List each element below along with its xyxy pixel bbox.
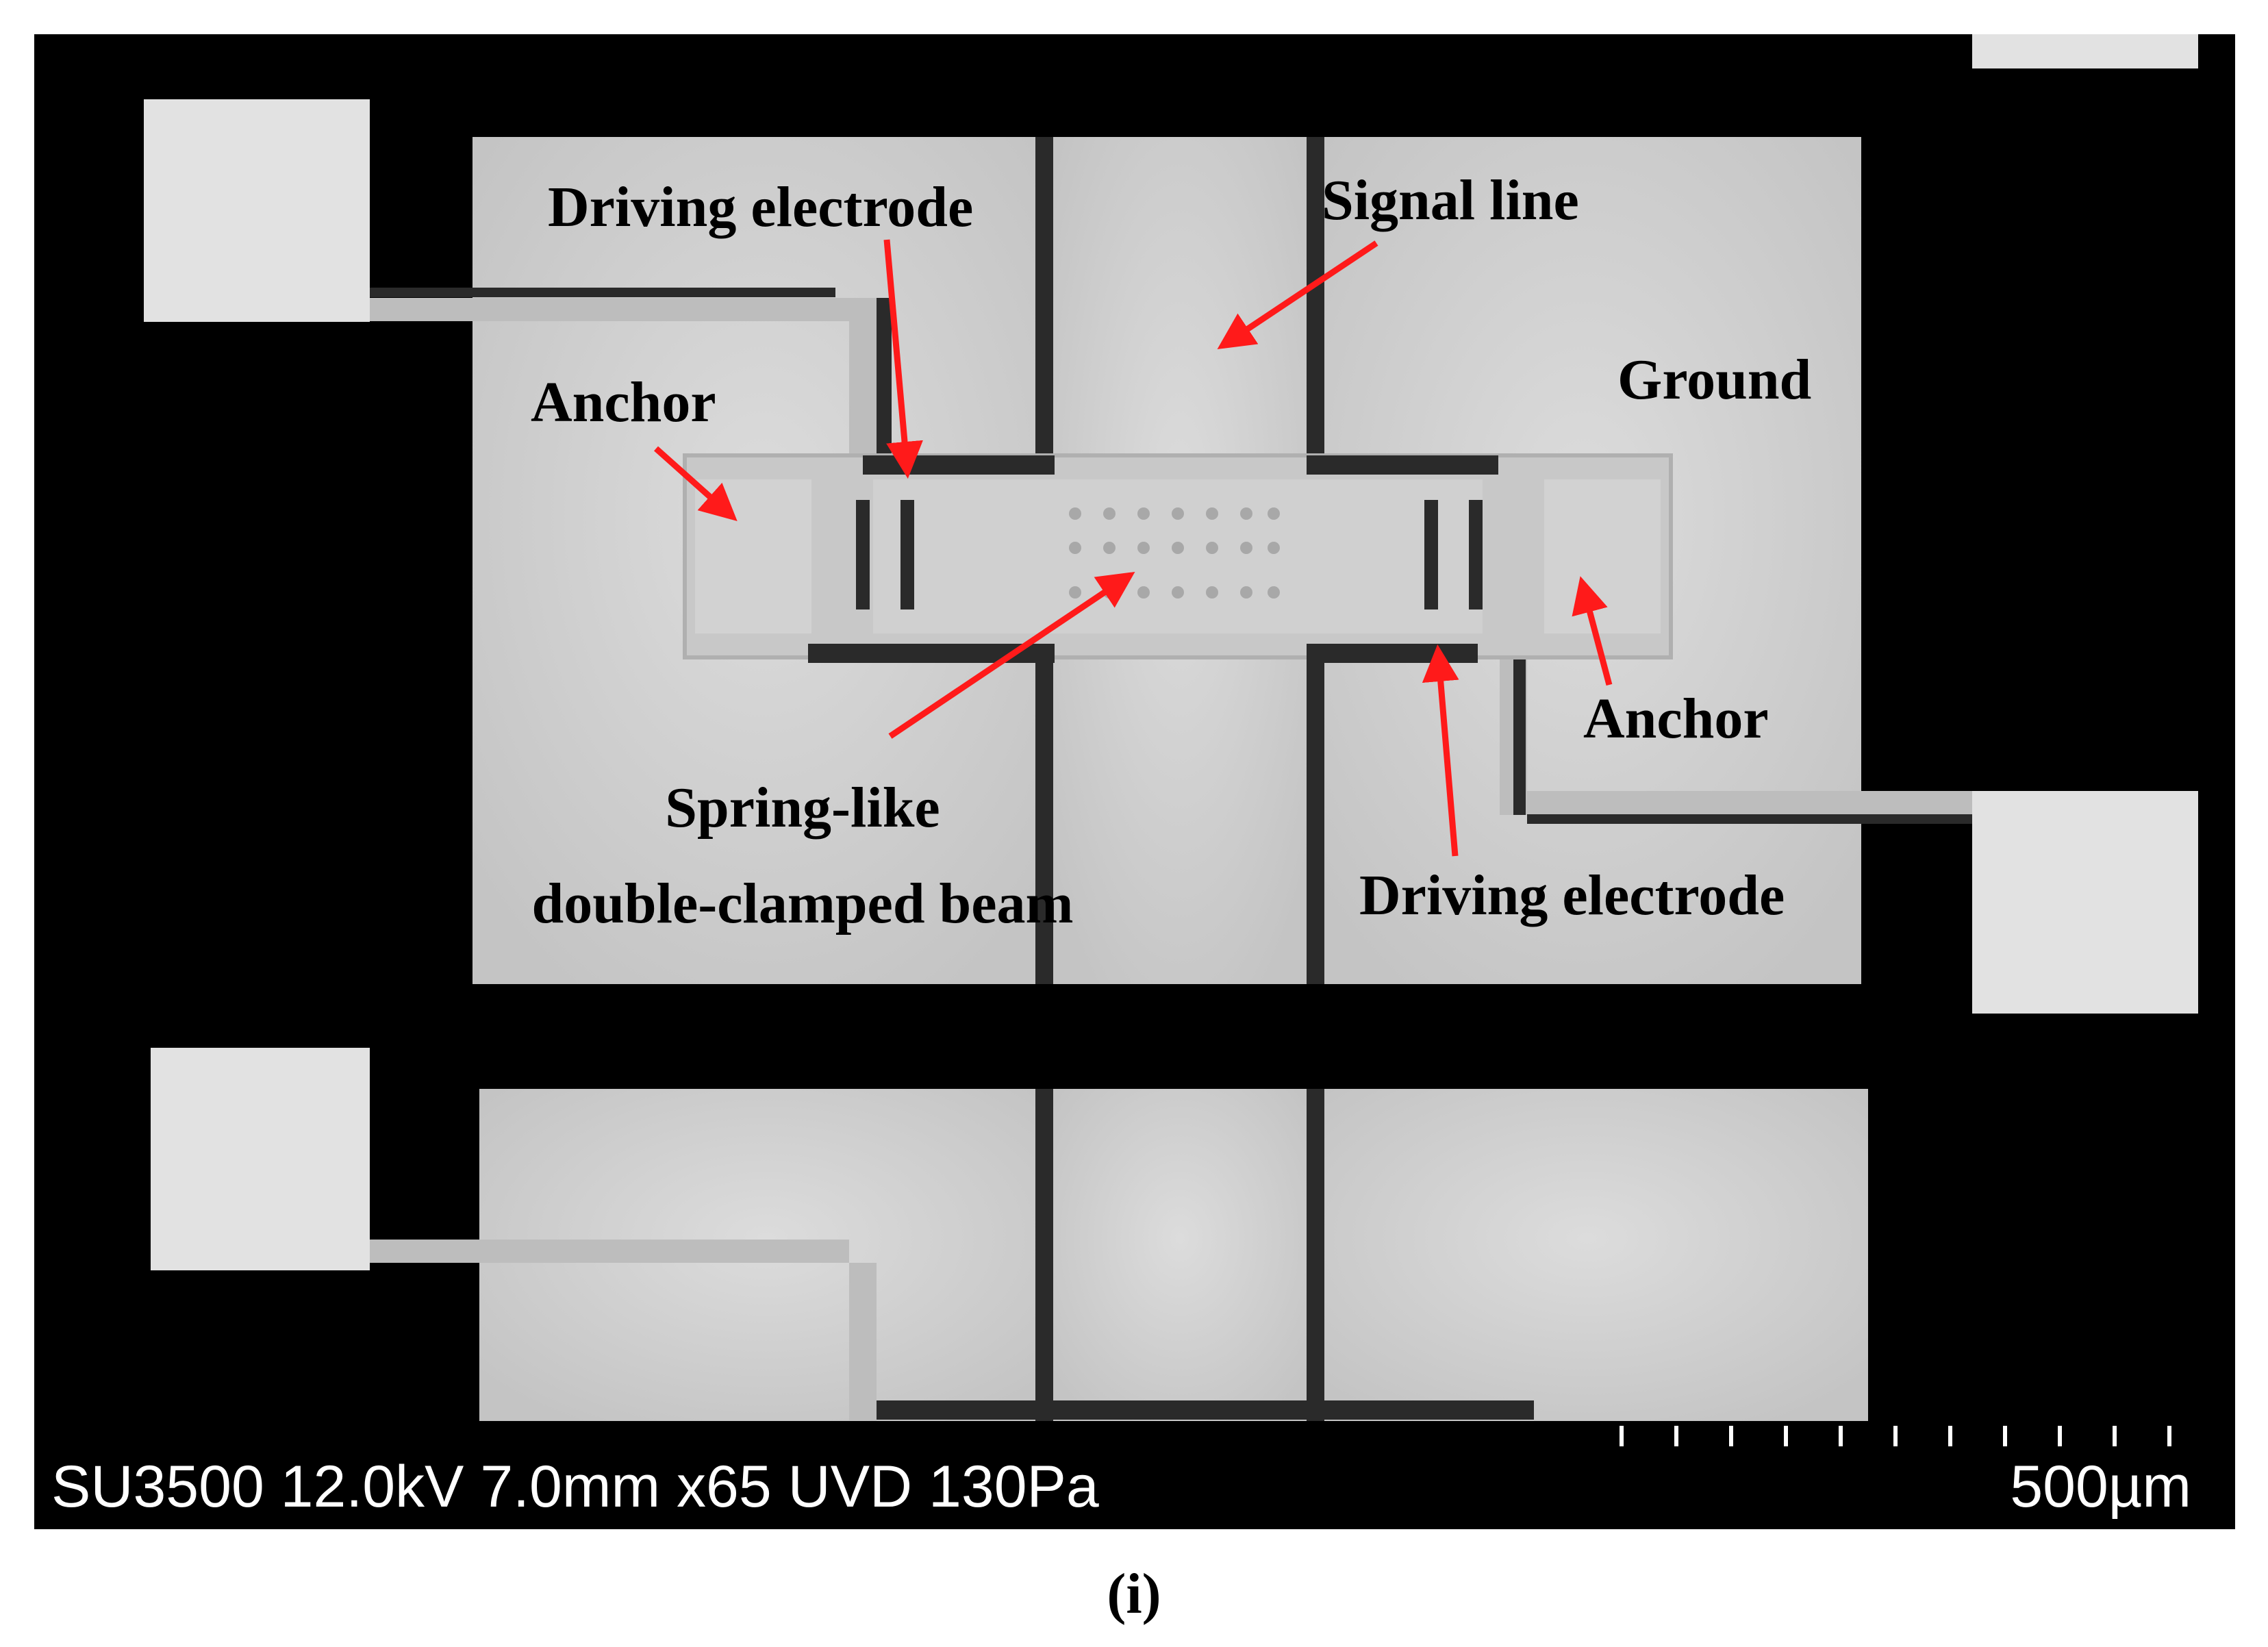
label-beam-line2: double-clamped beam xyxy=(531,872,1073,935)
beam-body xyxy=(873,479,1483,633)
sem-image: SU3500 12.0kV 7.0mm x65 UVD 130Pa 500µm xyxy=(34,34,2235,1529)
lower-gap-left xyxy=(1035,1089,1053,1421)
annotation-labels: Driving electrode Signal line Ground Anc… xyxy=(531,168,1811,935)
annotation-arrows xyxy=(654,239,1613,857)
arrow-beam xyxy=(888,571,1135,739)
dc-trace-bottom-left-h xyxy=(370,1240,849,1263)
spring-slot-1 xyxy=(856,500,870,609)
label-driving-electrode-top: Driving electrode xyxy=(548,175,973,239)
scale-bar xyxy=(1620,1426,2171,1446)
spring-slot-3 xyxy=(1424,500,1438,609)
figure-caption: (i) xyxy=(1107,1562,1161,1626)
lower-gap-right xyxy=(1307,1089,1324,1421)
label-anchor-right: Anchor xyxy=(1583,687,1769,751)
lower-signal-line xyxy=(1053,1089,1307,1421)
arrow-anchor-left xyxy=(654,446,738,521)
beam-gap-top-left xyxy=(863,455,1055,475)
beam-gap-top-right xyxy=(1307,455,1498,475)
label-beam-line1: Spring-like xyxy=(665,776,940,840)
upper-device xyxy=(144,99,2198,1014)
dc-pad-top-left xyxy=(144,99,370,322)
dc-pad-top-right xyxy=(1972,34,2198,68)
label-driving-electrode-bottom: Driving electrode xyxy=(1359,864,1785,927)
sem-parameters: SU3500 12.0kV 7.0mm x65 UVD 130Pa xyxy=(51,1454,1099,1520)
arrow-driving-electrode-bottom xyxy=(1422,644,1459,857)
beam-gap-bottom-right xyxy=(1307,644,1478,663)
arrow-signal-line xyxy=(1217,240,1378,349)
dc-trace-right-gap xyxy=(1527,814,1972,824)
dc-trace-top-left-h xyxy=(370,298,849,321)
arrow-driving-electrode-top xyxy=(883,239,923,479)
arrow-anchor-right xyxy=(1572,576,1613,686)
dc-trace-bottom-left-v xyxy=(849,1263,877,1420)
spring-slot-4 xyxy=(1469,500,1483,609)
dc-pad-bottom-left xyxy=(151,1048,370,1270)
right-anchor xyxy=(1544,479,1661,633)
label-ground: Ground xyxy=(1617,348,1811,412)
lower-device xyxy=(151,1048,1868,1421)
lower-beam-gap xyxy=(877,1400,1534,1420)
lower-right-ground xyxy=(1307,1089,1868,1421)
release-holes xyxy=(1069,507,1280,599)
label-anchor-left: Anchor xyxy=(531,370,716,434)
label-signal-line: Signal line xyxy=(1322,168,1579,232)
spring-slot-2 xyxy=(900,500,914,609)
dc-trace-top-left-gap xyxy=(370,288,835,297)
dc-pad-right xyxy=(1972,791,2198,1014)
scale-bar-label: 500µm xyxy=(2010,1454,2191,1520)
dc-trace-right-h xyxy=(1527,791,1972,814)
